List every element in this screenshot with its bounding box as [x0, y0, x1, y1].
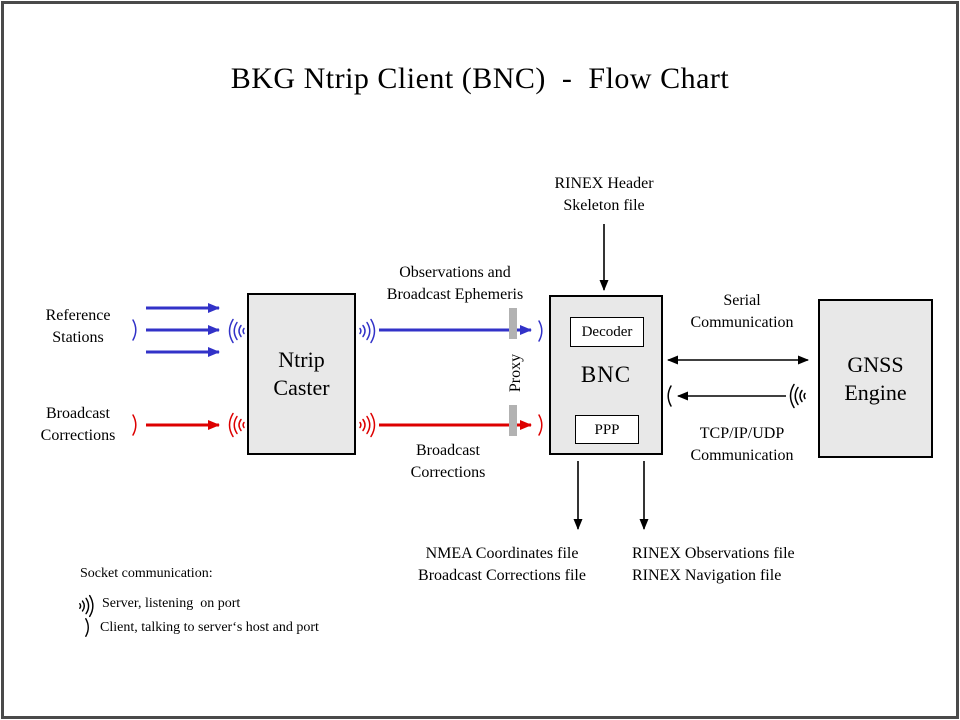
nmea-files-line1: NMEA Coordinates file: [425, 545, 579, 562]
client-socket-icon-blue-bnc: [537, 319, 546, 343]
reference-stations-line2: Stations: [52, 329, 104, 346]
observations-label: Observations and Broadcast Ephemeris: [355, 262, 555, 306]
gnss-engine-label-line2: Engine: [844, 379, 907, 405]
observations-line2: Broadcast Ephemeris: [386, 286, 524, 303]
client-socket-icon-red-bnc: [537, 413, 546, 437]
ntrip-caster-label-line1: Ntrip: [278, 347, 325, 372]
server-socket-icon-red-caster-left: [226, 411, 246, 439]
client-socket-icon-black-bnc: [664, 384, 673, 408]
proxy-bar-top: [509, 308, 517, 339]
bnc-decoder-box: Decoder: [570, 317, 644, 347]
client-socket-icon-red-broadcast: [131, 413, 140, 437]
node-bnc: Decoder BNC PPP: [549, 295, 663, 455]
rinex-header-line1: RINEX Header: [554, 175, 654, 192]
proxy-bar-bottom: [509, 405, 517, 436]
serial-comm-line1: Serial: [723, 292, 761, 309]
bnc-ppp-box: PPP: [575, 415, 639, 444]
server-socket-icon-blue-caster-right: [358, 317, 378, 345]
broadcast-corrections-mid-line1: Broadcast: [416, 442, 480, 459]
server-socket-icon-black-gnss: [787, 382, 807, 410]
broadcast-corrections-mid-label: Broadcast Corrections: [348, 440, 548, 484]
proxy-label: Proxy: [507, 353, 524, 393]
ntrip-caster-label-line2: Caster: [273, 375, 330, 400]
tcp-comm-label: TCP/IP/UDP Communication: [652, 423, 832, 467]
server-socket-icon-blue-caster-left: [226, 317, 246, 345]
gnss-engine-label-line1: GNSS: [847, 351, 904, 377]
client-socket-icon-blue-refstations: [131, 318, 140, 342]
rinex-files-label: RINEX Observations file RINEX Navigation…: [632, 543, 852, 587]
legend-server-text: Server, listening on port: [102, 596, 241, 611]
broadcast-corrections-left-line2: Corrections: [40, 427, 116, 444]
decoder-label: Decoder: [581, 324, 633, 340]
nmea-files-line2: Broadcast Corrections file: [418, 567, 586, 584]
broadcast-corrections-mid-line2: Corrections: [410, 464, 486, 481]
ppp-label: PPP: [594, 421, 620, 438]
reference-stations-line1: Reference: [45, 307, 111, 324]
legend-server-socket-icon: [78, 593, 96, 619]
rinex-files-line2: RINEX Navigation file: [632, 567, 782, 584]
tcp-comm-line1: TCP/IP/UDP: [699, 425, 785, 442]
serial-comm-label: Serial Communication: [652, 290, 832, 334]
node-ntrip-caster: Ntrip Caster: [247, 293, 356, 455]
rinex-header-line2: Skeleton file: [563, 197, 645, 214]
reference-station-arrows: [146, 303, 220, 357]
reference-stations-label: Reference Stations: [8, 305, 148, 349]
rinex-files-line1: RINEX Observations file: [632, 545, 795, 562]
nmea-files-label: NMEA Coordinates file Broadcast Correcti…: [387, 543, 617, 587]
observations-line1: Observations and: [399, 264, 511, 281]
serial-comm-line2: Communication: [690, 314, 794, 331]
rinex-header-label: RINEX Header Skeleton file: [504, 173, 704, 217]
bnc-label: BNC: [580, 362, 632, 387]
broadcast-corrections-left-line1: Broadcast: [46, 405, 110, 422]
broadcast-corrections-left-label: Broadcast Corrections: [8, 403, 148, 447]
node-gnss-engine: GNSS Engine: [818, 299, 933, 458]
tcp-comm-line2: Communication: [690, 447, 794, 464]
legend-title: Socket communication:: [80, 566, 213, 581]
legend-client-text: Client, talking to server‘s host and por…: [100, 620, 319, 635]
server-socket-icon-red-caster-right: [358, 411, 378, 439]
page-title: BKG Ntrip Client (BNC) - Flow Chart: [230, 62, 730, 95]
legend-client-socket-icon: [84, 617, 92, 638]
